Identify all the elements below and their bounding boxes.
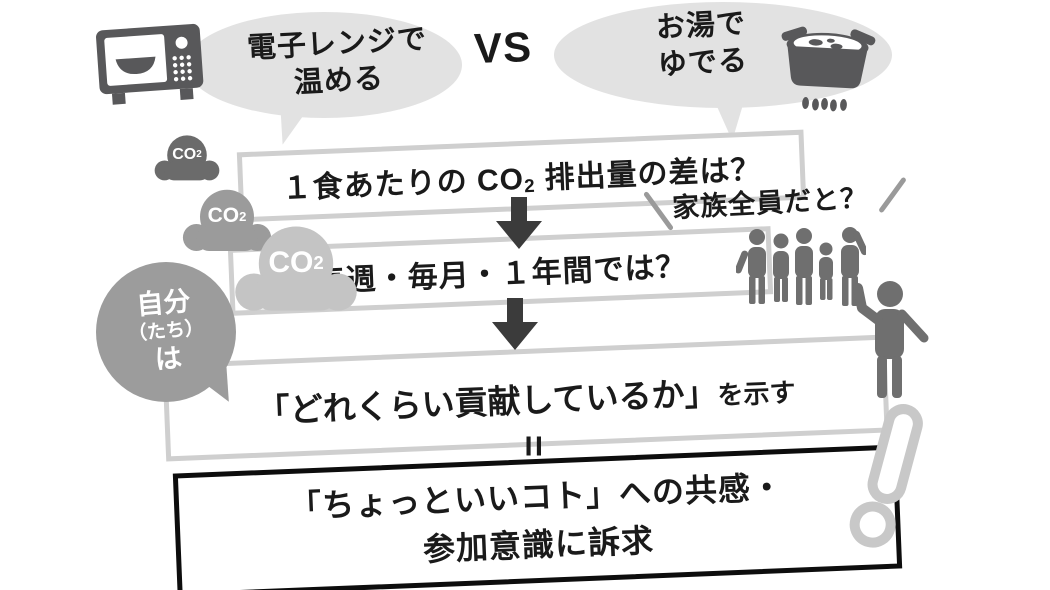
down-arrow-icon: [496, 197, 542, 249]
self-speech-bubble: 自分 （たち） は: [96, 262, 236, 402]
down-arrow-icon: [492, 298, 538, 350]
right-bubble-label: お湯で ゆでる: [610, 3, 794, 87]
result-box: 「ちょっといいコト」への共感・ 参加意識に訴求: [172, 444, 903, 590]
step3-label: 「どれくらい貢献しているか」を示す: [256, 374, 797, 430]
family-note-slash-right: [878, 176, 907, 214]
exclamation-icon: [840, 404, 935, 554]
step2-label: 毎週・毎月・１年間では？: [314, 250, 688, 299]
family-group-icon: [734, 224, 869, 316]
boiling-pot-icon: [768, 16, 886, 118]
vs-label: VS: [473, 23, 533, 72]
microwave-icon: [94, 20, 206, 108]
person-raising-hand-icon: [836, 278, 931, 403]
result-line2: 参加意識に訴求: [422, 522, 655, 568]
left-speech-bubble: [186, 12, 462, 118]
left-bubble-label: 電子レンジで 温める: [220, 20, 456, 106]
self-bubble-label: 自分 （たち） は: [127, 286, 205, 376]
equals-symbol: =: [512, 434, 555, 458]
